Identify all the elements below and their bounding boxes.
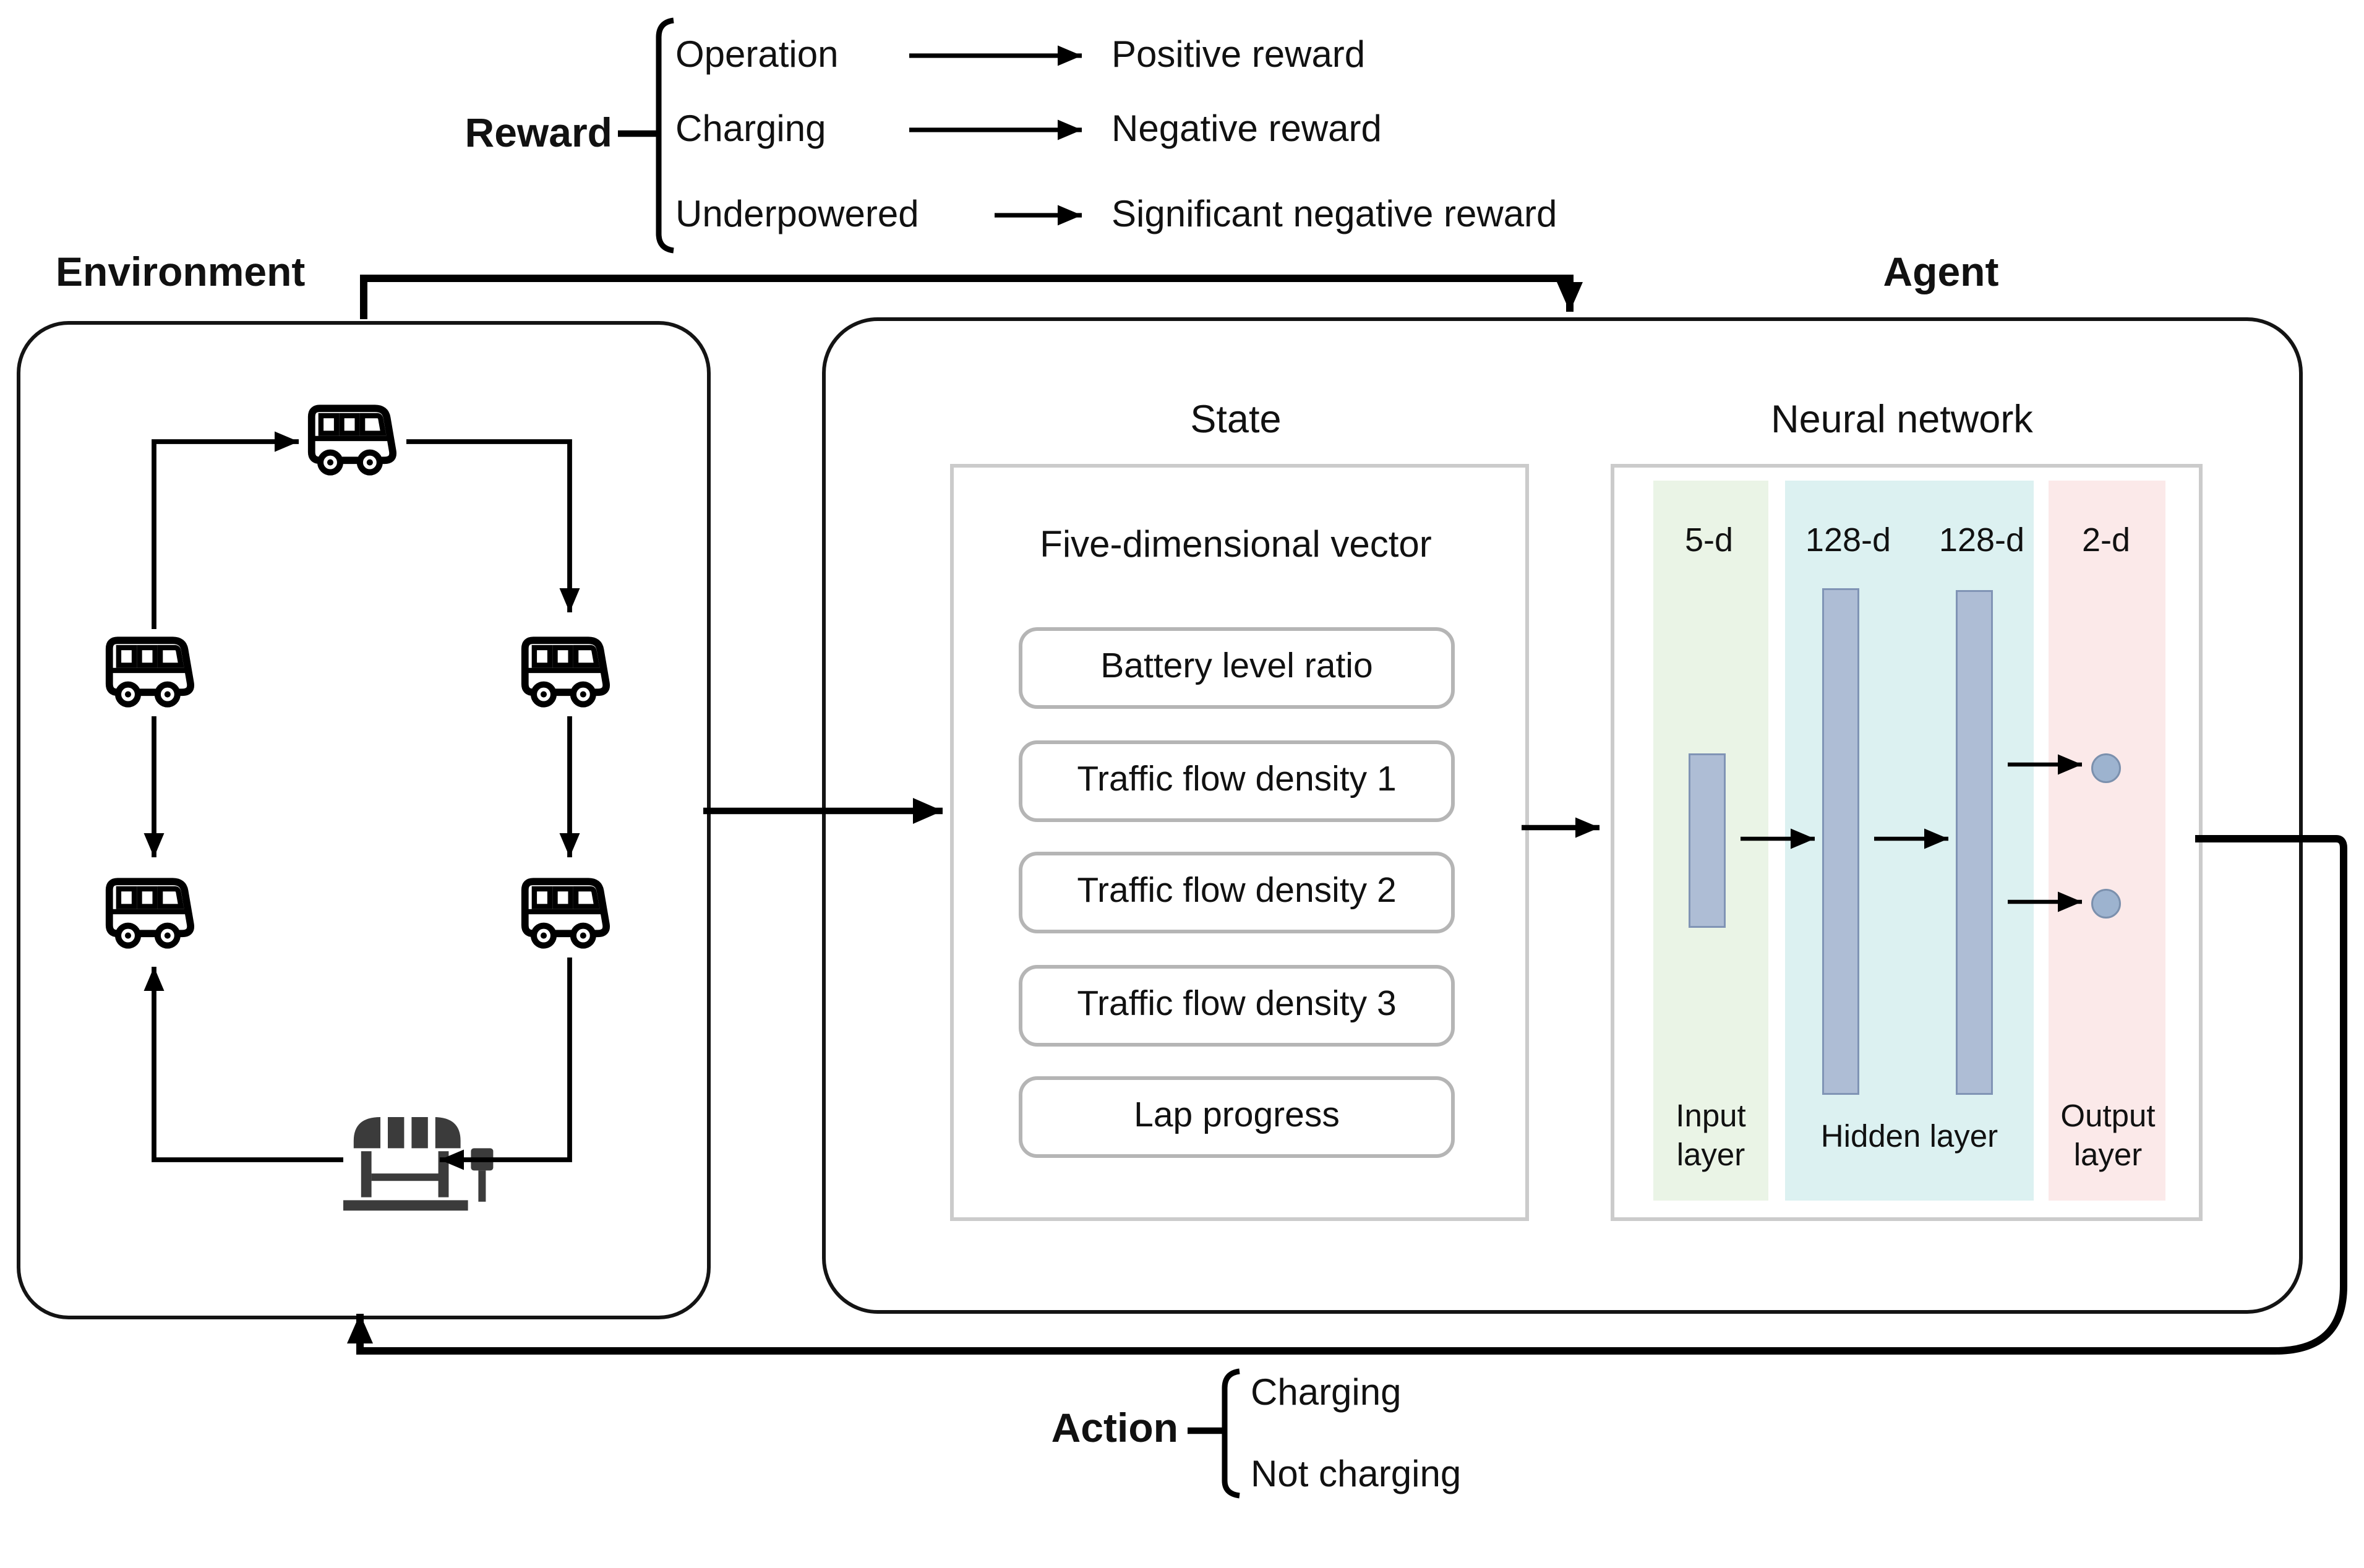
bus-stop-icon xyxy=(343,1108,507,1215)
reward-row-outcome: Significant negative reward xyxy=(1111,194,1557,235)
output-neuron xyxy=(2091,889,2121,919)
state-item: Lap progress xyxy=(1019,1076,1455,1158)
state-item: Traffic flow density 2 xyxy=(1019,852,1455,933)
state-item: Traffic flow density 1 xyxy=(1019,740,1455,822)
agent-title: Agent xyxy=(1883,249,1999,295)
layer-label: Input layer xyxy=(1676,1098,1746,1173)
action-option: Charging xyxy=(1251,1372,1402,1413)
hidden-layer-bar xyxy=(1822,588,1859,1095)
output-neuron xyxy=(2091,753,2121,783)
action-bracket xyxy=(1222,1368,1240,1499)
dim-label: 128-d xyxy=(1938,520,2025,558)
bus-icon xyxy=(102,633,206,714)
reward-row-outcome: Negative reward xyxy=(1111,108,1382,150)
reward-row-condition: Operation xyxy=(675,34,839,75)
bus-icon xyxy=(102,874,206,956)
reward-row-condition: Charging xyxy=(675,108,826,150)
action-title: Action xyxy=(1051,1405,1178,1451)
state-title: State xyxy=(1190,399,1282,442)
reward-title: Reward xyxy=(465,109,612,156)
reward-row-condition: Underpowered xyxy=(675,194,919,235)
state-item: Traffic flow density 3 xyxy=(1019,965,1455,1047)
environment-title: Environment xyxy=(56,249,306,295)
dim-label: 128-d xyxy=(1805,520,1891,558)
input-layer-bar xyxy=(1689,753,1726,928)
bus-icon xyxy=(304,401,408,482)
bus-icon xyxy=(518,874,622,956)
env-to-agent-line xyxy=(360,275,1583,319)
reward-row-outcome: Positive reward xyxy=(1111,34,1366,75)
bus-icon xyxy=(518,633,622,714)
layer-label: Output layer xyxy=(2060,1098,2156,1173)
neural-network-title: Neural network xyxy=(1771,399,2033,442)
state-subtitle: Five-dimensional vector xyxy=(1040,524,1432,565)
action-option: Not charging xyxy=(1251,1454,1462,1495)
hidden-layer-bar xyxy=(1956,590,1993,1095)
reward-bracket xyxy=(656,17,674,254)
dim-label: 2-d xyxy=(2081,520,2130,558)
dim-label: 5-d xyxy=(1684,520,1733,558)
layer-label: Hidden layer xyxy=(1820,1120,1998,1155)
state-item: Battery level ratio xyxy=(1019,627,1455,709)
